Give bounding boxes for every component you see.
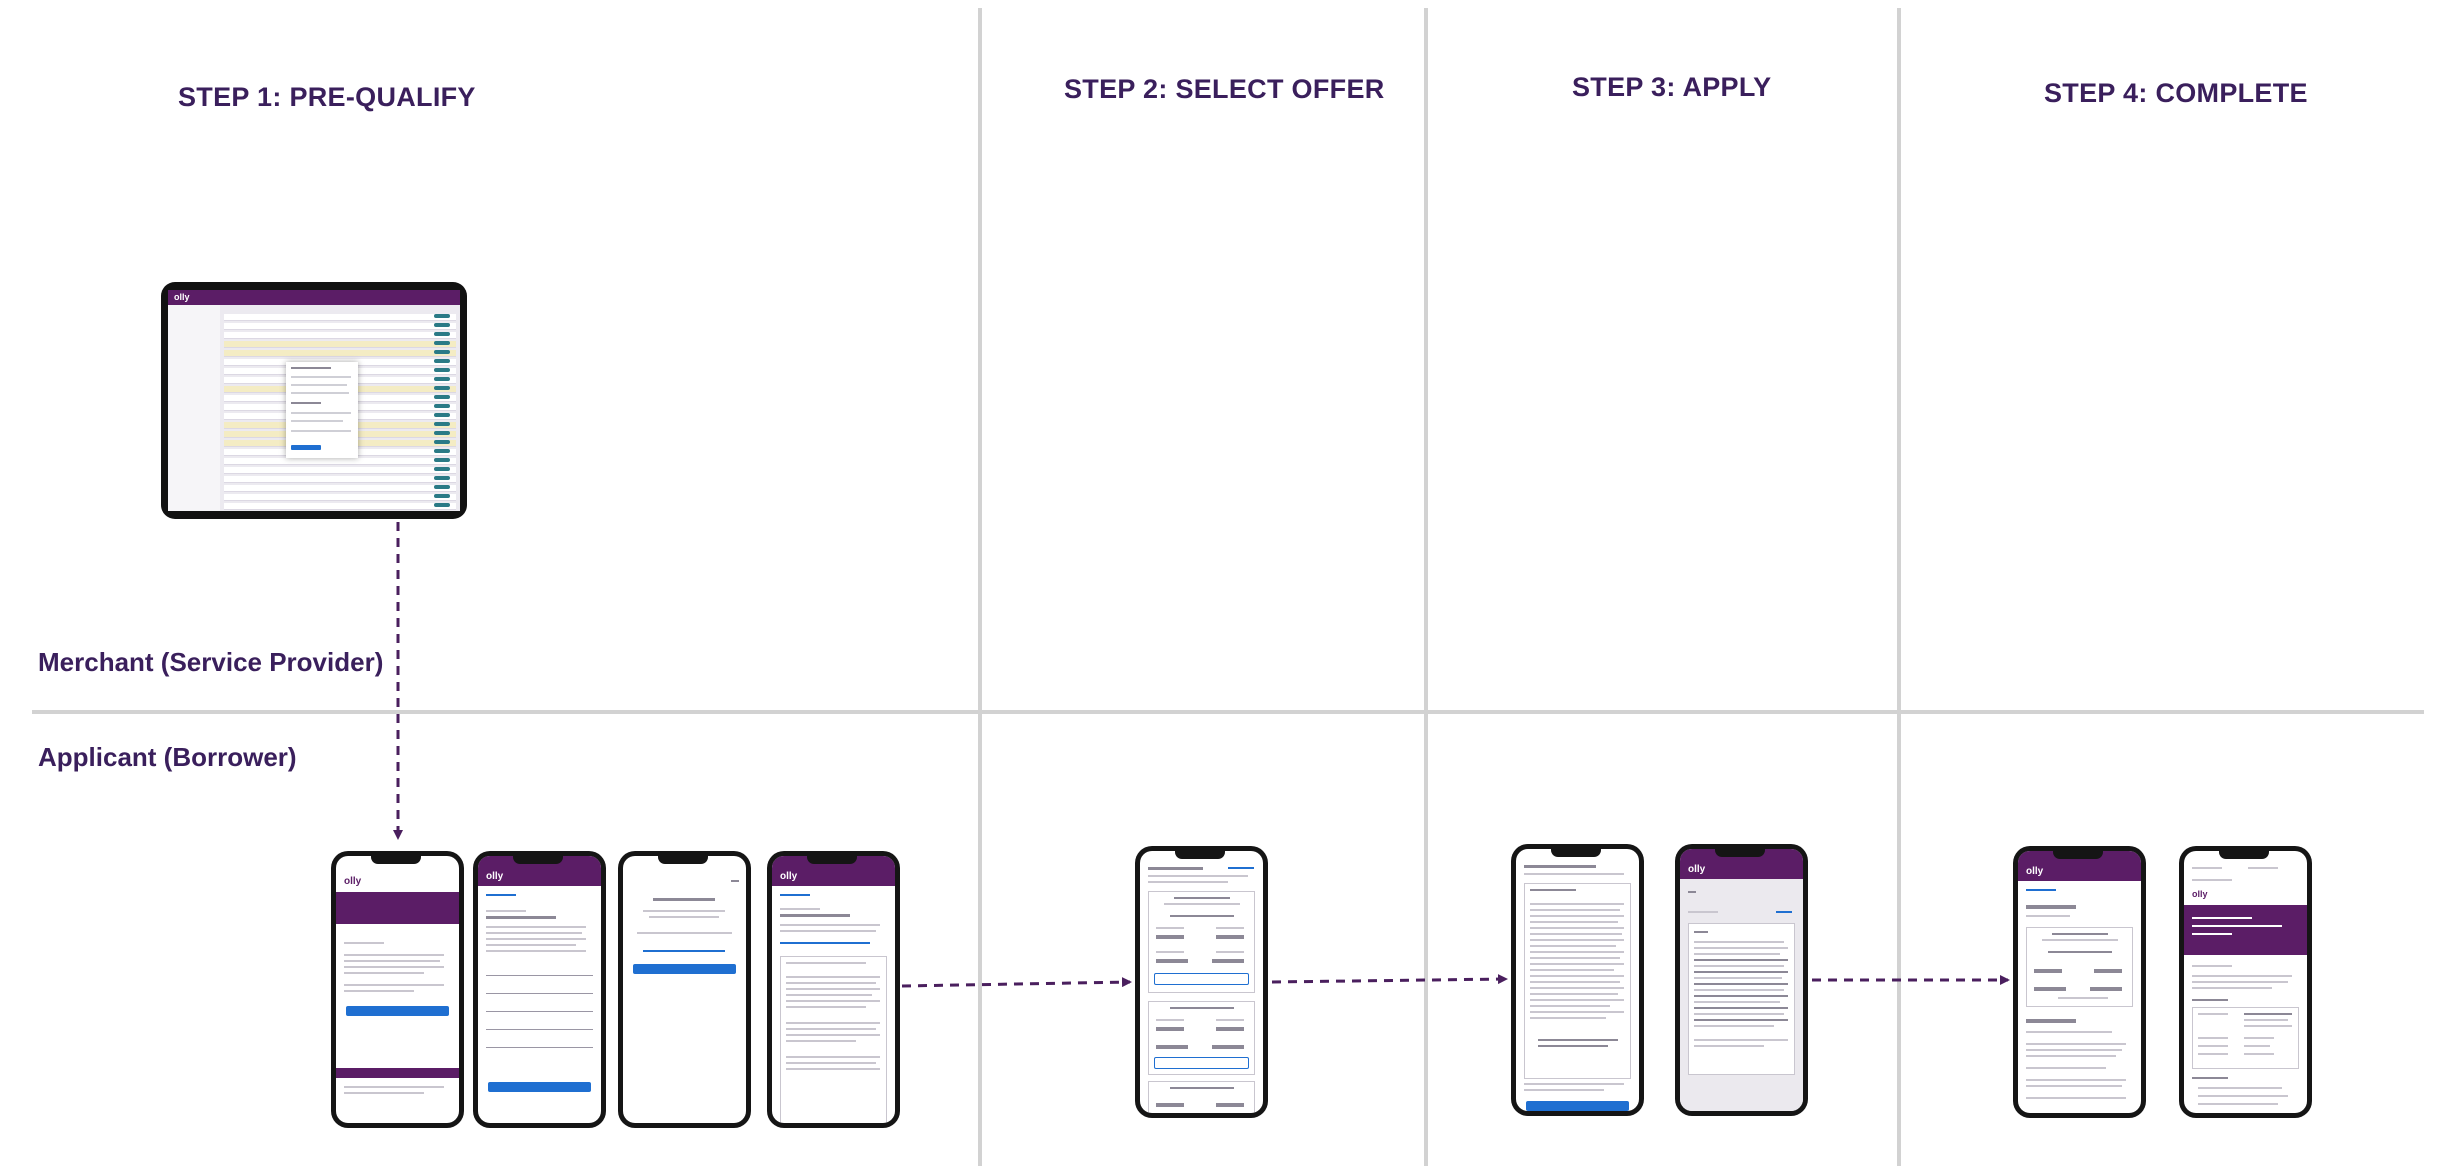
phone-invite-link: olly bbox=[331, 851, 464, 1128]
step-3-title: STEP 3: APPLY bbox=[1572, 72, 1772, 102]
arrow-step1-to-step2 bbox=[901, 977, 1132, 988]
dashboard-header: olly bbox=[168, 290, 460, 305]
applicant-lane-label: Applicant (Borrower) bbox=[38, 742, 297, 772]
phone-credit-authorization bbox=[1511, 844, 1644, 1116]
step-2-title: STEP 2: SELECT OFFER bbox=[1064, 74, 1385, 104]
dashboard-sidebar bbox=[168, 305, 220, 511]
phone-logo: olly bbox=[2192, 889, 2208, 899]
column-divider-1 bbox=[978, 8, 982, 1166]
phone-logo: olly bbox=[780, 871, 798, 882]
phone-personalized-offers bbox=[1135, 846, 1268, 1118]
phone-logo: olly bbox=[2026, 866, 2044, 877]
lane-divider bbox=[32, 710, 2424, 714]
arrow-step2-to-step3 bbox=[1271, 974, 1508, 985]
phone-logo: olly bbox=[344, 876, 362, 887]
phone-terms-conditions: olly bbox=[767, 851, 900, 1128]
phone-loan-agreement: olly bbox=[1675, 844, 1808, 1116]
phone-signed-sealed: olly bbox=[2179, 846, 2312, 1118]
phone-personal-information: olly bbox=[473, 851, 606, 1128]
phone-all-set: olly bbox=[2013, 846, 2146, 1118]
send-application-modal bbox=[286, 362, 358, 458]
phone-logo: olly bbox=[486, 871, 504, 882]
column-divider-3 bbox=[1897, 8, 1901, 1166]
phone-verify-email bbox=[618, 851, 751, 1128]
step-1-title: STEP 1: PRE-QUALIFY bbox=[178, 82, 476, 112]
phone-logo: olly bbox=[1688, 864, 1706, 875]
column-divider-2 bbox=[1424, 8, 1428, 1166]
step-4-title: STEP 4: COMPLETE bbox=[2044, 78, 2308, 108]
brand-logo: olly bbox=[174, 292, 190, 302]
merchant-lane-label: Merchant (Service Provider) bbox=[38, 647, 384, 677]
merchant-dashboard-tablet: olly bbox=[161, 282, 467, 519]
merchant-dashboard-screen: olly bbox=[168, 290, 460, 511]
